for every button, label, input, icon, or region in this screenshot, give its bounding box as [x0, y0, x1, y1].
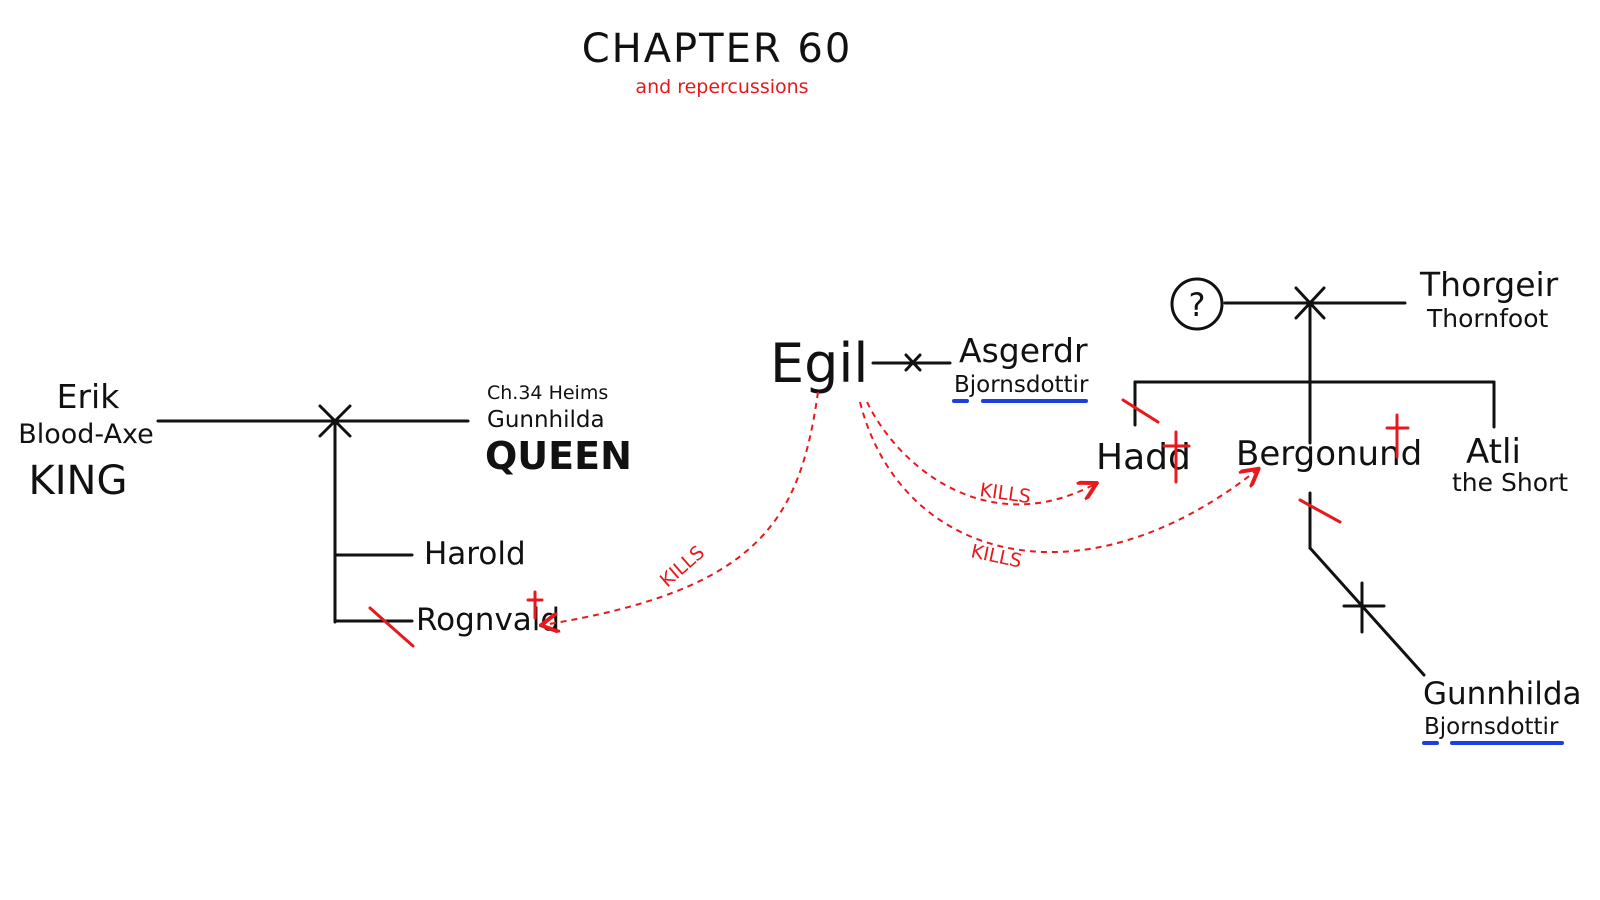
asgerdr-name: Asgerdr [959, 331, 1088, 370]
gunnhilda-queen-note: Ch.34 Heims [487, 382, 608, 404]
erik-role: KING [29, 458, 128, 504]
marriage-cross-bergonund-gunnhilda [1342, 581, 1386, 634]
erik-epithet: Blood-Axe [18, 419, 154, 450]
asgerdr-surname: Bjornsdottir [954, 372, 1089, 398]
kills-label-hadd: KILLS [978, 479, 1032, 508]
egil-name: Egil [770, 332, 868, 395]
kills-arrow-egil-bergonund [859, 401, 1257, 553]
death-slash-hadd-line [1121, 398, 1160, 424]
atli-name: Atli [1466, 432, 1521, 472]
thorgeir-epithet: Thornfoot [1426, 304, 1548, 333]
kills-label-bergonund: KILLS [969, 540, 1024, 572]
death-cross-rognvald [526, 590, 544, 620]
erik-name: Erik [57, 377, 121, 416]
chapter-title: CHAPTER 60 [582, 26, 853, 72]
atli-epithet: the Short [1452, 468, 1568, 497]
kills-arrow-egil-hadd [866, 401, 1095, 506]
unknown-parent-symbol: ? [1189, 286, 1206, 324]
marriage-cross-egil-asgerdr [904, 353, 922, 372]
gunnhilda-queen-role: QUEEN [485, 434, 632, 478]
thorgeir-name: Thorgeir [1419, 265, 1559, 304]
chapter-subtitle: and repercussions [635, 76, 808, 98]
bergonund-name: Bergonund [1236, 434, 1422, 474]
unknown-parent: ? [1170, 277, 1224, 331]
death-slash-rognvald-line [368, 606, 415, 648]
harold-name: Harold [424, 536, 526, 572]
death-cross-hadd [1162, 430, 1191, 484]
kills-arrow-egil-rognvald [543, 391, 819, 625]
death-cross-bergonund [1385, 413, 1410, 459]
rognvald-name: Rognvald [416, 602, 560, 638]
gunnhilda-b-name: Gunnhilda [1423, 676, 1582, 712]
gunnhilda-b-surname: Bjornsdottir [1424, 714, 1559, 740]
marriage-line-bergonund-diag [1308, 546, 1426, 677]
death-slash-bergonund-line [1298, 498, 1342, 524]
kills-label-rognvald: KILLS [656, 542, 709, 592]
gunnhilda-queen-name: Gunnhilda [487, 407, 605, 433]
